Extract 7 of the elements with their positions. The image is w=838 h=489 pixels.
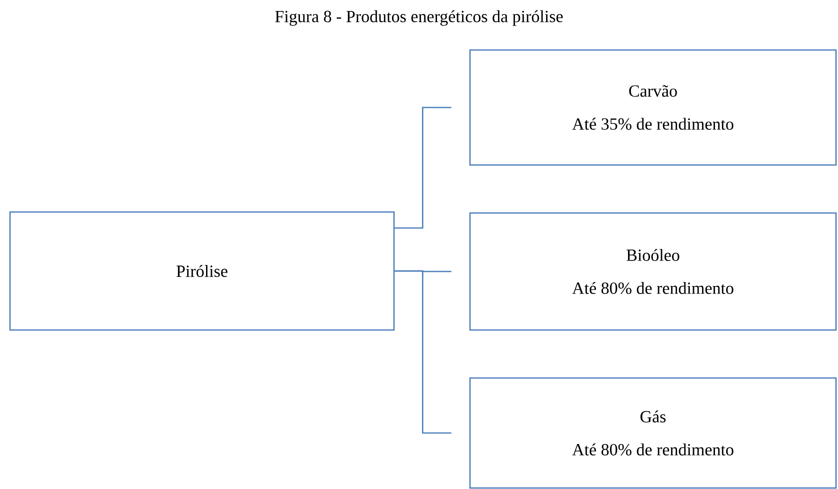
connector <box>394 106 452 229</box>
title: Figura 8 - Produtos energéticos da pirólise <box>275 10 563 26</box>
product-box: Bioóleo Até 80% de rendimento <box>469 212 837 331</box>
product-box: Carvão Até 35% de rendimento <box>469 49 837 166</box>
product-box: Gás Até 80% de rendimento <box>469 377 837 489</box>
process-box: Pirólise <box>9 211 395 331</box>
connector <box>394 270 452 434</box>
